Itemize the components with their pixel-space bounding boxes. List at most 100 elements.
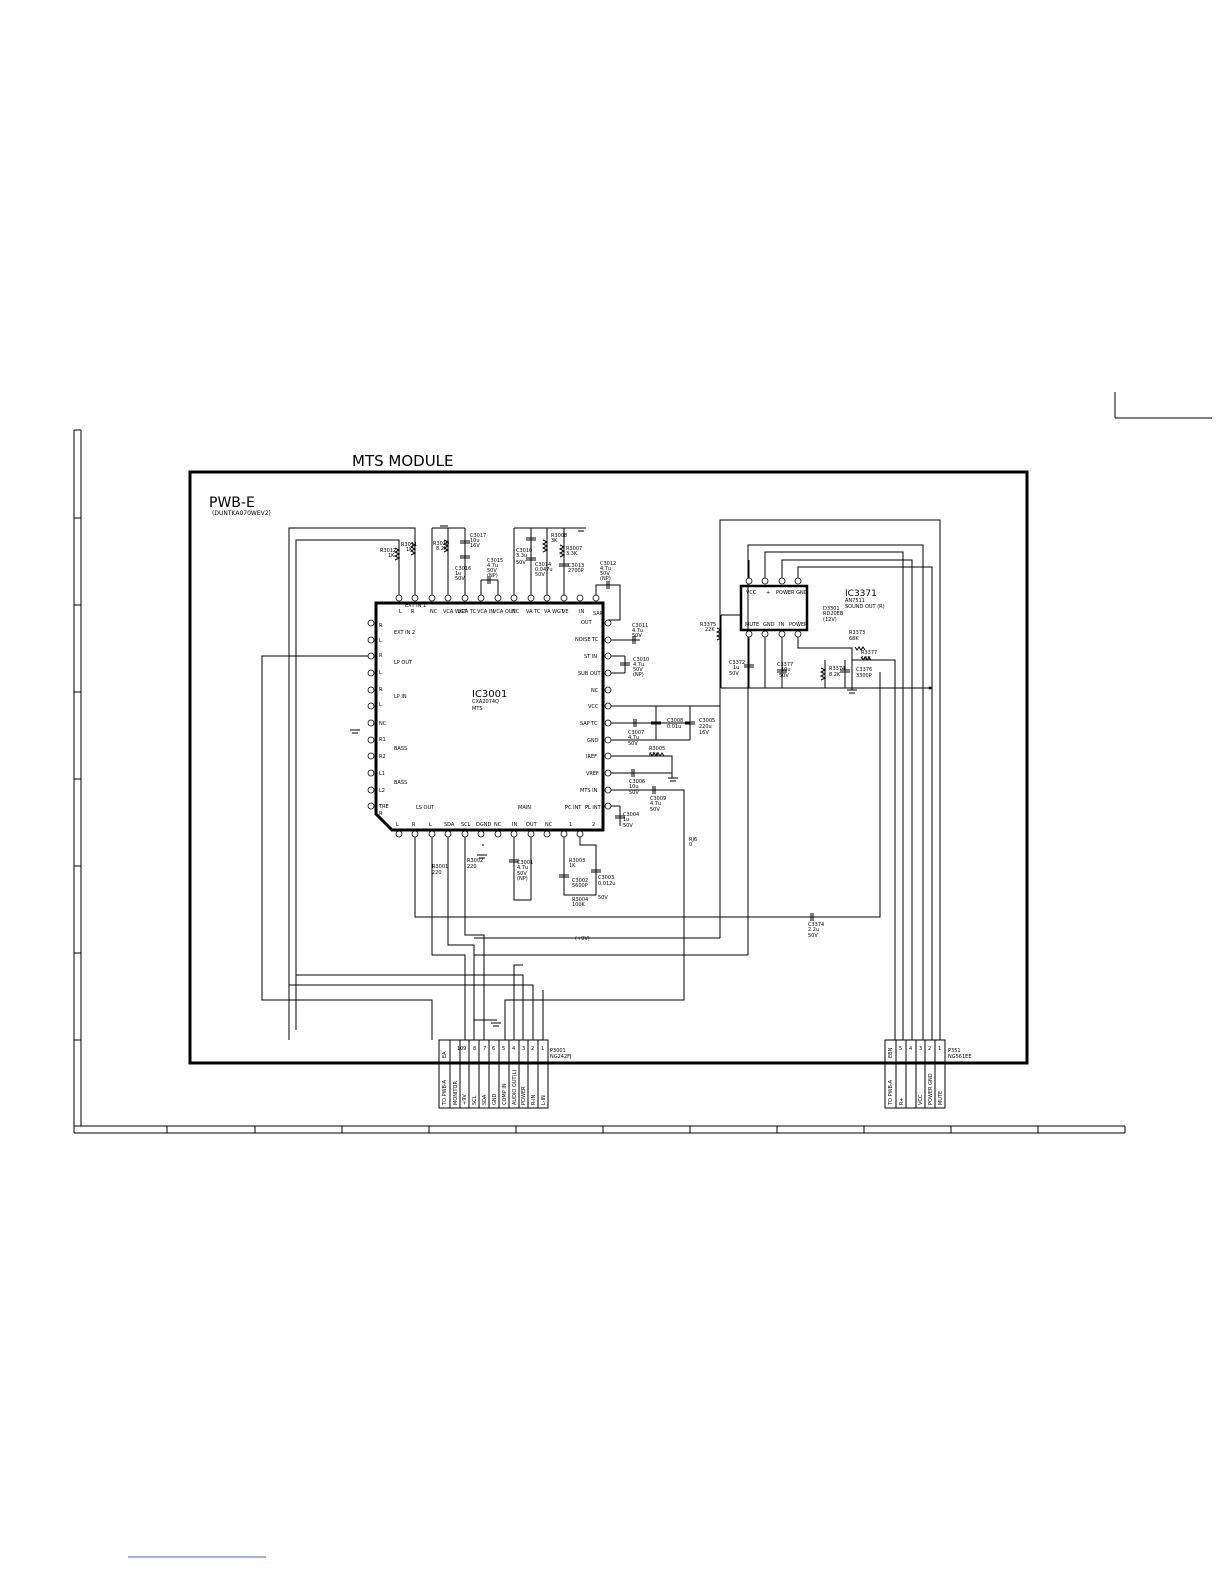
ic-pin-label: SDA	[444, 822, 455, 828]
connector-signal: R+	[899, 1097, 905, 1105]
component-voltage: 50V	[633, 667, 643, 673]
ic-pin	[778, 630, 786, 638]
ic-pin-label: PC INT	[565, 805, 582, 811]
ic-pin	[745, 577, 753, 585]
ic-pin-label: 2	[592, 822, 595, 828]
ic-pin-label: DGND	[476, 822, 491, 828]
ic3371-pin-label: GND	[763, 622, 775, 628]
component-label: R3375	[700, 622, 716, 628]
component-note: (NP)	[600, 576, 611, 582]
connector-p3001: TO PWB-A EA 10 9 8 7 6 5 4 3 2 1 MONITOR…	[438, 1039, 572, 1109]
connector-signal: AUDIO OUT(L)	[512, 1070, 518, 1105]
ic-pin	[367, 736, 375, 744]
component-voltage: 50V	[779, 673, 789, 679]
ic-pin	[411, 594, 419, 602]
component-value: 0.01u	[667, 724, 681, 730]
component-value: 100K	[572, 902, 586, 908]
connector-pin: 10	[457, 1046, 463, 1052]
module-title: MTS MODULE	[352, 452, 454, 470]
ic3371-pin-label: POWER GND	[776, 590, 808, 596]
ic-pin	[444, 830, 452, 838]
ic-pin-label: ST IN	[584, 654, 597, 660]
ic3371-pin-label: IN	[779, 622, 784, 628]
component-voltage: 50V	[629, 790, 639, 796]
ic-pin-label: R2	[379, 754, 386, 760]
component-label: C3003	[598, 875, 614, 881]
ground-icon	[438, 525, 450, 529]
component-label: C3007	[628, 730, 644, 736]
ic-pin	[367, 769, 375, 777]
component-voltage: 50V	[632, 633, 642, 639]
component-label: C3012	[600, 561, 616, 567]
ic-pin	[604, 802, 612, 810]
ic-pin-label: L	[399, 609, 402, 615]
ic-pin-label: VCA OUT	[493, 609, 517, 615]
ic-pin	[367, 786, 375, 794]
ground-icon	[491, 1022, 501, 1027]
ic-pin-label: VCA WGT	[443, 609, 468, 615]
component-value: 4.7u	[633, 662, 644, 668]
connector-ref: P3001	[550, 1048, 566, 1054]
ic-pin	[604, 702, 612, 710]
ground-icon	[668, 777, 678, 782]
connector-signal: GND	[492, 1093, 498, 1105]
component-label: R3010	[433, 541, 449, 547]
component-voltage: 50V	[628, 741, 638, 747]
ic-pin-label: R	[379, 653, 383, 659]
component-value: 1K	[406, 547, 413, 553]
board-outline	[188, 470, 1029, 1065]
ic-pin-label: VA TC	[526, 609, 541, 615]
component-voltage: 50V	[455, 576, 465, 582]
bottom-wiring	[289, 519, 941, 1040]
component-label: R3007	[566, 546, 582, 552]
connector-pin: 8	[473, 1046, 476, 1052]
connector-signal: R-IN	[531, 1094, 537, 1105]
connector-signal: COMP IN	[502, 1083, 508, 1105]
ic-pin-label: NC	[512, 609, 520, 615]
component-voltage: 50V	[600, 571, 610, 577]
component-voltage: 50V	[487, 568, 497, 574]
component-label: R3373	[849, 630, 865, 636]
ic-pin-label: VA WGT	[544, 609, 565, 615]
component-note: (NP)	[633, 672, 644, 678]
component-voltage: 50V	[535, 572, 545, 578]
component-value: 220	[467, 864, 477, 870]
ic-pin-label: LP IN	[394, 694, 407, 700]
ground-symbols	[350, 525, 857, 1027]
ic-pin	[761, 577, 769, 585]
component-value: 4.7u	[517, 865, 528, 871]
ic-pin-label: NC	[430, 609, 438, 615]
ic-pin	[794, 577, 802, 585]
component-voltage: 50V	[808, 933, 818, 939]
component-value: 1u	[455, 571, 461, 577]
component-label: R3003	[569, 858, 585, 864]
component-labels: R3012 1K R3011 1K R3010 8.2K C3016 1u 50…	[380, 533, 877, 939]
component-voltage: 50V	[623, 823, 633, 829]
ground-icon	[350, 729, 360, 734]
component-value: 220u	[699, 724, 712, 730]
ic-pin	[543, 830, 551, 838]
component-value: 0.012u	[598, 881, 615, 887]
component-value: 4.7u	[487, 563, 498, 569]
component-voltage: 50V	[650, 807, 660, 813]
connector-pin: 5	[899, 1046, 902, 1052]
connector-pin: 4	[909, 1046, 912, 1052]
ic-pin	[604, 736, 612, 744]
ic-pin-label: GND	[587, 738, 599, 744]
ic-pin-label: EXT IN 2	[394, 630, 415, 636]
ic-pin	[576, 830, 584, 838]
component-label: C3013	[568, 563, 584, 569]
ic3001-left-labels: EXT IN 2 R L LP OUT R L LP IN R L NC R1 …	[378, 623, 415, 817]
component-value: 4.7u	[628, 735, 639, 741]
ic-pin-label: VREF	[586, 771, 599, 777]
ic-pin	[604, 636, 612, 644]
ic3371-ref: IC3371	[845, 589, 877, 599]
ic3001-right-labels: OUT NOISE TC ST IN SUB OUT NC VCC SAP TC…	[575, 620, 601, 794]
ic-pin-label: IREF	[586, 754, 597, 760]
ic-pin	[745, 630, 753, 638]
ic-pin	[477, 830, 485, 838]
component-value: 5600P	[572, 883, 588, 889]
component-voltage: 50V	[598, 895, 608, 901]
component-value: 10u	[629, 784, 639, 790]
ic-pin-label: NOISE TC	[575, 637, 599, 643]
